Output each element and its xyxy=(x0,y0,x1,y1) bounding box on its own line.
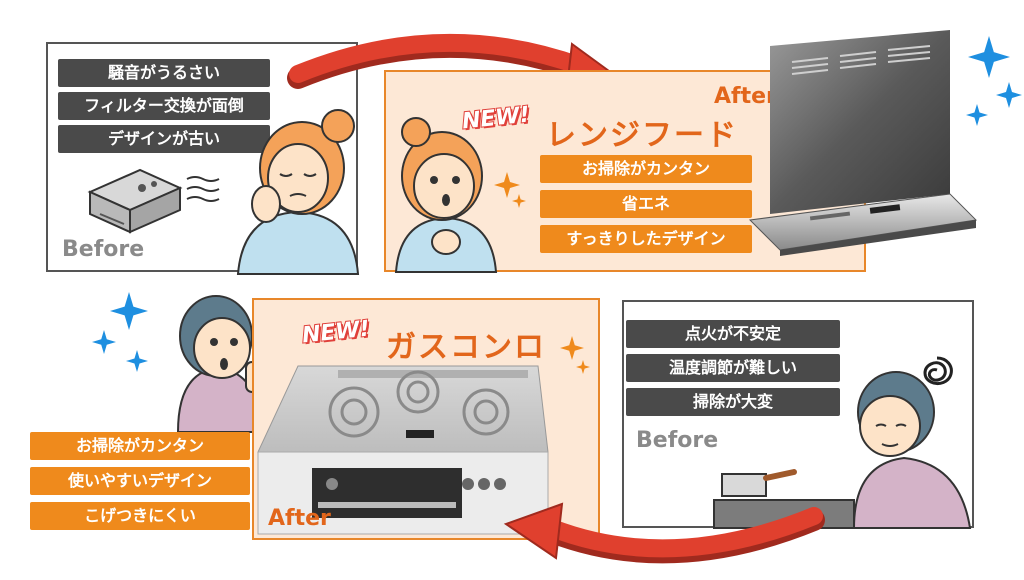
noise-lines-icon xyxy=(186,176,220,202)
sparkle-icon xyxy=(996,82,1022,108)
top-product-title: レンジフード xyxy=(546,118,738,153)
bottom-arrow-icon xyxy=(503,502,825,564)
worried-man-illustration xyxy=(713,371,972,529)
bottom-new-badge: NEW! xyxy=(300,316,372,350)
old-hood-icon xyxy=(87,168,183,234)
sparkle-icon xyxy=(968,36,1010,78)
top-problem-tag: デザインが古い xyxy=(58,125,270,153)
bottom-product-title: ガスコンロ xyxy=(386,330,546,365)
top-problem-tag: 騒音がうるさい xyxy=(58,59,270,87)
bottom-problem-tag: 点火が不安定 xyxy=(626,320,840,348)
top-problem-tag: フィルター交換が面倒 xyxy=(58,92,270,120)
bottom-problem-tag: 温度調節が難しい xyxy=(626,354,840,382)
bottom-problem-tag: 掃除が大変 xyxy=(626,388,840,416)
top-benefit-tag: すっきりしたデザイン xyxy=(540,225,752,253)
bottom-after-panel: NEW! ガスコンロ After xyxy=(252,298,600,540)
bottom-before-label: Before xyxy=(636,428,719,453)
bottom-benefit-tag: 使いやすいデザイン xyxy=(30,467,250,495)
top-benefit-tag: 省エネ xyxy=(540,190,752,218)
surprised-man-illustration xyxy=(176,295,266,433)
top-before-label: Before xyxy=(62,237,145,262)
sparkle-icon xyxy=(512,194,526,208)
scribble-icon xyxy=(923,356,953,386)
sparkle-icon xyxy=(560,336,584,360)
sparkle-icon xyxy=(126,350,148,372)
top-after-label: After xyxy=(714,84,777,109)
bottom-before-panel: 点火が不安定 温度調節が難しい 掃除が大変 Before xyxy=(622,300,974,529)
sparkle-icon xyxy=(92,330,116,354)
sparkle-icon xyxy=(966,104,988,126)
bottom-benefit-tag: お掃除がカンタン xyxy=(30,432,250,460)
sparkle-icon xyxy=(576,360,590,374)
worried-woman-illustration xyxy=(236,109,360,275)
happy-woman-illustration xyxy=(394,117,498,273)
gas-stove-icon xyxy=(257,365,549,535)
sparkle-icon xyxy=(494,172,520,198)
top-benefit-tag: お掃除がカンタン xyxy=(540,155,752,183)
bottom-benefit-tag: こげつきにくい xyxy=(30,502,250,530)
sparkle-icon xyxy=(110,292,148,330)
bottom-after-label: After xyxy=(268,506,331,531)
range-hood-icon xyxy=(748,30,978,256)
